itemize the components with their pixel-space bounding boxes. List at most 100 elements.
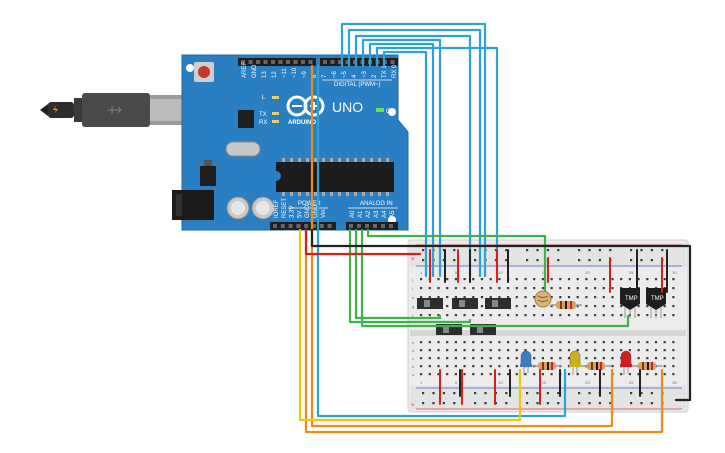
slide-switch-5[interactable] — [470, 324, 496, 335]
wire-cyan-1 — [340, 22, 487, 278]
digital-pin-5: ~10 — [292, 67, 298, 78]
digital-pin-4: ~11 — [282, 68, 288, 78]
wire-cyan-2 — [347, 28, 482, 278]
arduino-uno-board: L TX RX ON ARDUINO UNO AREF GND 13 12 ~11 ~10… — [172, 54, 409, 231]
digital-pin-2: 13 — [262, 71, 268, 78]
digital-pin-3: 12 — [272, 71, 278, 78]
digital-label: DIGITAL (PWM~) — [334, 82, 381, 88]
bb-row-f: f — [412, 313, 414, 318]
power-pin-5: GND — [313, 204, 319, 218]
wire-green-2 — [354, 228, 442, 320]
analog-pin-1: A1 — [358, 210, 364, 218]
temperature-sensor-2: TMP — [646, 288, 666, 318]
wire-cyan-led — [316, 64, 567, 418]
bb-col-bottom-20: 20 — [585, 380, 590, 385]
analog-pin-0: A0 — [350, 210, 356, 218]
digital-pin-9: ~6 — [332, 70, 338, 78]
temperature-sensor-1: TMP — [620, 288, 640, 318]
atmega-chip — [276, 162, 394, 192]
digital-pin-14: TX 1 — [382, 65, 388, 78]
power-pin-4: GND — [305, 204, 311, 218]
bb-row-h: h — [412, 295, 414, 300]
bb-col-bottom-1: 1 — [420, 380, 423, 385]
led-1 — [520, 350, 532, 375]
bb-col-top-1: 1 — [420, 270, 423, 275]
wire-cyan-5 — [368, 42, 435, 278]
analog-pin-2: A2 — [366, 210, 372, 218]
bb-col-top-20: 20 — [585, 270, 590, 275]
bb-row-d: d — [412, 348, 414, 353]
slide-switch-2[interactable] — [452, 298, 478, 309]
wire-orange-2 — [304, 228, 664, 434]
slide-switch-1[interactable] — [417, 298, 443, 309]
wire-cyan-3 — [354, 34, 472, 278]
wire-cyan-4 — [361, 38, 442, 278]
power-pin-6: Vin — [321, 209, 327, 218]
bb-row-a: a — [412, 372, 415, 377]
power-pin-2: 3.3V — [290, 206, 296, 218]
digital-pin-6: ~9 — [302, 70, 308, 78]
bb-row-i: i — [412, 286, 413, 291]
wire-green-1 — [348, 228, 472, 324]
brand-label: ARDUINO — [288, 120, 316, 126]
resistor-ldr — [551, 301, 582, 309]
photoresistor — [534, 290, 552, 308]
bb-row-b: b — [412, 364, 415, 369]
svg-text:+: + — [411, 403, 415, 409]
temperature-sensor-2-label: TMP — [651, 296, 664, 302]
bb-col-bottom-5: 5 — [455, 380, 458, 385]
analog-pin-3: A3 — [374, 210, 380, 218]
slide-switch-4[interactable] — [436, 324, 462, 335]
power-label: POWER — [298, 201, 321, 207]
rx-led-label: RX — [259, 120, 267, 126]
bb-col-bottom-15: 15 — [542, 380, 547, 385]
wire-black-gnd — [310, 228, 692, 402]
temperature-sensor-1-label: TMP — [625, 296, 638, 302]
bb-col-bottom-30: 30 — [672, 380, 677, 385]
on-led-label: ON — [386, 109, 395, 115]
bb-col-bottom-10: 10 — [498, 380, 503, 385]
led-resistor-3 — [632, 362, 662, 370]
bb-row-j: j — [411, 277, 413, 282]
uno-label: UNO — [332, 99, 363, 115]
digital-pin-8: 7 — [322, 74, 328, 78]
bb-col-bottom-25: 25 — [629, 380, 634, 385]
power-pin-3: 5V — [297, 211, 303, 218]
analog-pin-4: A4 — [382, 210, 388, 218]
digital-pin-0: AREF — [242, 62, 248, 78]
svg-text:+: + — [411, 257, 415, 263]
wire-green-4 — [366, 228, 547, 292]
usb-cable — [40, 93, 190, 127]
wire-cyan-6 — [375, 46, 499, 278]
power-pin-0: IOREF — [274, 199, 280, 218]
bb-row-g: g — [412, 304, 414, 309]
wire-green-3 — [360, 228, 630, 328]
analog-pin-5: A5 — [390, 210, 396, 218]
digital-pin-10: ~5 — [342, 70, 348, 78]
digital-pin-13: 2 — [372, 74, 378, 78]
slide-switch-3[interactable] — [485, 298, 511, 309]
led-resistor-1 — [532, 362, 562, 370]
led-3 — [620, 350, 632, 375]
tx-led-label: TX — [259, 112, 267, 118]
power-pin-1: RESET — [282, 198, 288, 218]
digital-pin-12: ~3 — [362, 70, 368, 78]
wire-red-5v — [304, 228, 422, 256]
wire-yellow — [298, 228, 522, 422]
bb-row-e: e — [412, 340, 415, 345]
wire-cyan-7 — [382, 50, 428, 278]
bb-col-top-10: 10 — [498, 270, 503, 275]
led-resistor-2 — [581, 362, 611, 370]
analog-in-label: ANALOG IN — [360, 201, 393, 207]
digital-pin-7: 8 — [312, 74, 318, 78]
bb-col-top-25: 25 — [629, 270, 634, 275]
digital-pin-1: GND — [252, 64, 258, 78]
bb-col-top-5: 5 — [455, 270, 458, 275]
digital-pin-15: RX 0 — [392, 64, 398, 78]
bb-col-top-30: 30 — [672, 270, 677, 275]
digital-pin-11: 4 — [352, 74, 358, 78]
bb-row-c: c — [412, 356, 414, 361]
l-led-label: L — [262, 95, 266, 101]
led-2 — [569, 350, 581, 375]
